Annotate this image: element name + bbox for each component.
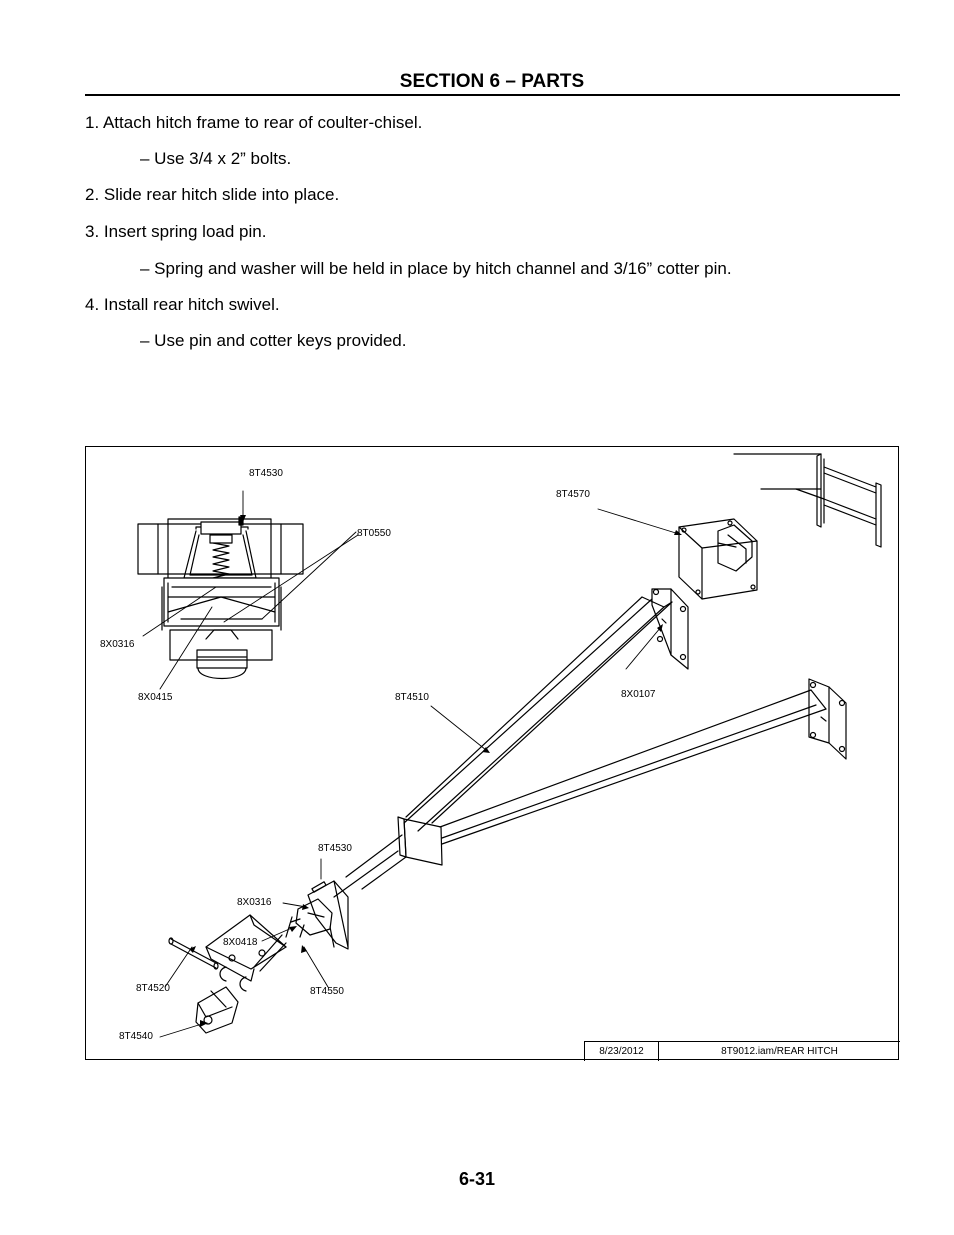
swivel-assembly <box>168 881 335 1034</box>
instruction-note-1: – Use 3/4 x 2” bolts. <box>140 149 292 168</box>
page-number: 6-31 <box>458 1169 496 1189</box>
drawing-title-block: 8/23/2012 8T9012.iam/REAR HITCH <box>584 1041 900 1061</box>
header-rule <box>85 94 900 96</box>
mounting-plate <box>678 518 758 600</box>
leader-lines <box>142 490 680 1038</box>
callout-8x0316-top: 8X0316 <box>100 639 135 650</box>
callout-8t4570: 8T4570 <box>556 489 590 500</box>
instruction-step-4: 4. Install rear hitch swivel. <box>85 295 280 314</box>
parts-diagram: 8T4530 8T0550 8X0316 8X0415 8T4570 8T451… <box>85 446 900 1061</box>
callout-8x0316-lower: 8X0316 <box>237 897 272 908</box>
callout-8t4520: 8T4520 <box>136 983 170 994</box>
callout-8t0550: 8T0550 <box>357 528 391 539</box>
section-title: SECTION 6 – PARTS <box>399 71 585 92</box>
drawing-date: 8/23/2012 <box>585 1042 659 1061</box>
leader-arrowheads <box>189 515 682 1027</box>
instruction-note-3: – Spring and washer will be held in plac… <box>140 259 732 278</box>
hitch-spring-detail <box>137 516 304 679</box>
instruction-step-3: 3. Insert spring load pin. <box>85 222 267 241</box>
callout-8t4540: 8T4540 <box>119 1031 153 1042</box>
callout-8x0415: 8X0415 <box>138 692 173 703</box>
callout-8t4550: 8T4550 <box>310 986 344 997</box>
callout-8t4510: 8T4510 <box>395 692 429 703</box>
rear-hitch-drawing <box>137 453 882 1038</box>
callout-8x0107: 8X0107 <box>621 689 656 700</box>
instruction-note-4: – Use pin and cotter keys provided. <box>140 331 407 350</box>
callout-8t4530-lower: 8T4530 <box>318 843 352 854</box>
main-tube <box>307 816 443 950</box>
instruction-step-1: 1. Attach hitch frame to rear of coulter… <box>85 113 423 132</box>
coulter-chisel-frame <box>733 453 882 548</box>
hitch-arm-lower <box>439 678 847 845</box>
hitch-arm-upper <box>403 588 689 832</box>
callout-8t4530-top: 8T4530 <box>249 468 283 479</box>
drawing-file-name: 8T9012.iam/REAR HITCH <box>721 1046 838 1057</box>
instruction-step-2: 2. Slide rear hitch slide into place. <box>85 185 340 204</box>
callout-8x0418: 8X0418 <box>223 937 258 948</box>
